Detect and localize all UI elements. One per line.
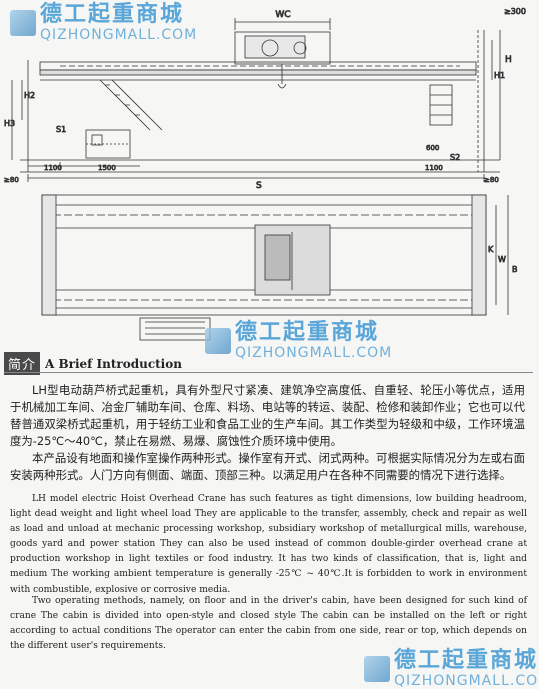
watermark-brand-cn: 德工起重商城 bbox=[235, 320, 380, 345]
watermark-brand-cn: 德工起重商城 bbox=[394, 648, 539, 673]
intro-tag: 简介 bbox=[4, 352, 41, 375]
label-s: S bbox=[256, 181, 262, 191]
label-h2: H2 bbox=[24, 91, 35, 100]
watermark-bottom: 德工起重商城 QIZHONGMALL.COM bbox=[364, 650, 539, 688]
brand-logo-icon bbox=[205, 328, 231, 354]
label-600: 600 bbox=[426, 144, 439, 152]
label-h1: H1 bbox=[494, 71, 505, 80]
label-b: B bbox=[512, 265, 518, 274]
watermark-brand-en: QIZHONGMALL.COM bbox=[394, 673, 539, 689]
label-wc: WC bbox=[275, 10, 290, 20]
cn-paragraph-2: 本产品设有地面和操作室操作两种形式。操作室有开式、闭式两种。可根据实际情况分为左… bbox=[10, 451, 525, 482]
label-s1: S1 bbox=[56, 125, 66, 134]
label-h3: H3 bbox=[4, 119, 15, 128]
en-paragraph-2: Two operating methods, namely, on floor … bbox=[10, 596, 527, 652]
cn-paragraph-1: LH型电动葫芦桥式起重机，具有外型尺寸紧凑、建筑净空高度低、自重轻、轮压小等优点… bbox=[10, 383, 525, 448]
label-1500: 1500 bbox=[98, 164, 116, 172]
label-1100-right: 1100 bbox=[425, 164, 443, 172]
watermark-top: 德工起重商城 QIZHONGMALL.COM bbox=[10, 4, 197, 42]
label-80-left: ≥80 bbox=[4, 176, 19, 184]
intro-title: A Brief Introduction bbox=[45, 356, 182, 371]
intro-heading: 简介 A Brief Introduction bbox=[4, 352, 182, 375]
watermark-brand-cn: 德工起重商城 bbox=[40, 2, 185, 27]
label-s2: S2 bbox=[450, 153, 460, 162]
label-300: ≥300 bbox=[504, 7, 526, 16]
label-1100-left: 1100 bbox=[44, 164, 62, 172]
en-paragraph-1: LH model electric Hoist Overhead Crane h… bbox=[10, 494, 527, 595]
label-k: K bbox=[488, 245, 494, 254]
watermark-brand-en: QIZHONGMALL.COM bbox=[235, 345, 393, 361]
crane-engineering-drawing: WC ≥300 H H1 H2 H3 S1 S2 600 1100 1500 1… bbox=[4, 7, 526, 341]
intro-divider bbox=[4, 372, 533, 373]
watermark-middle: 德工起重商城 QIZHONGMALL.COM bbox=[205, 322, 392, 360]
brand-logo-icon bbox=[10, 10, 36, 36]
label-80-right: ≥80 bbox=[484, 176, 499, 184]
watermark-brand-en: QIZHONGMALL.COM bbox=[40, 27, 198, 43]
label-w: W bbox=[498, 255, 506, 264]
brand-logo-icon bbox=[364, 656, 390, 682]
label-h: H bbox=[505, 55, 512, 65]
